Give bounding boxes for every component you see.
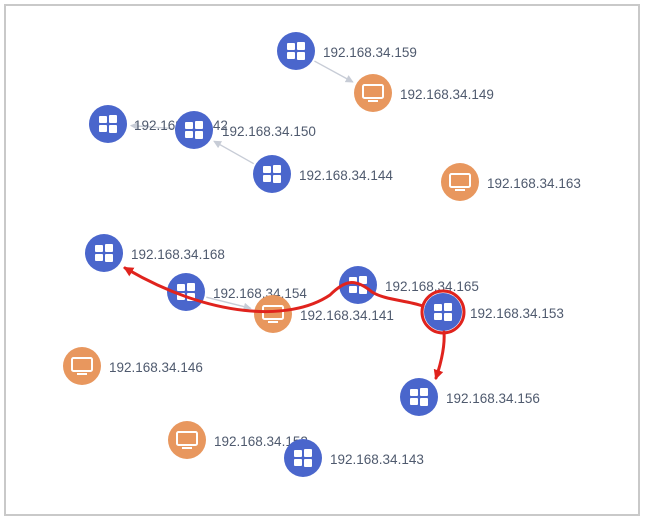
node-n150[interactable]: 192.168.34.150 [175, 111, 316, 149]
node-n152[interactable]: 192.168.34.152 [168, 421, 308, 459]
node-label: 192.168.34.168 [131, 247, 225, 262]
node-n159[interactable]: 192.168.34.159 [277, 32, 417, 70]
node-label: 192.168.34.165 [385, 279, 479, 294]
monitor-icon [176, 431, 198, 449]
node-label: 192.168.34.143 [330, 452, 424, 467]
windows-node-circle [400, 378, 438, 416]
windows-icon [263, 165, 281, 183]
device-node-circle [63, 347, 101, 385]
windows-node-circle [277, 32, 315, 70]
windows-node-circle [253, 155, 291, 193]
windows-icon [95, 244, 113, 262]
node-label: 192.168.34.152 [214, 434, 308, 449]
node-n153[interactable]: 192.168.34.153 [420, 289, 564, 335]
windows-icon [294, 449, 312, 467]
device-node-circle [168, 421, 206, 459]
monitor-icon [449, 173, 471, 191]
node-n156[interactable]: 192.168.34.156 [400, 378, 540, 416]
node-label: 192.168.34.144 [299, 168, 393, 183]
nodes-layer: 192.168.34.159 192.168.34.149 192.168.34.1… [63, 32, 581, 477]
node-n168[interactable]: 192.168.34.168 [85, 234, 225, 272]
windows-node-circle [89, 105, 127, 143]
attack-path-main [123, 266, 425, 314]
device-node-circle [441, 163, 479, 201]
node-label: 192.168.34.141 [300, 308, 394, 323]
windows-node-circle [85, 234, 123, 272]
windows-node-circle [175, 111, 213, 149]
node-label: 192.168.34.150 [222, 124, 316, 139]
windows-icon [434, 303, 452, 321]
device-node-circle [254, 295, 292, 333]
node-n141[interactable]: 192.168.34.141 [254, 295, 394, 333]
windows-node-circle [284, 439, 322, 477]
edges-layer [129, 60, 354, 311]
node-label: 192.168.34.156 [446, 391, 540, 406]
node-label: 192.168.34.159 [323, 45, 417, 60]
edge-n150-n142 [129, 122, 174, 131]
windows-icon [99, 115, 117, 133]
windows-node-circle [424, 293, 462, 331]
node-label: 192.168.34.146 [109, 360, 203, 375]
device-node-circle [354, 74, 392, 112]
node-label: 192.168.34.154 [213, 286, 307, 301]
node-n149[interactable]: 192.168.34.149 [354, 74, 494, 112]
edge-n159-n149 [314, 60, 354, 83]
windows-icon [185, 121, 203, 139]
windows-icon [287, 42, 305, 60]
attack-path-branch [433, 330, 446, 380]
monitor-icon [362, 84, 384, 102]
attack-path-layer [123, 266, 446, 380]
node-n143[interactable]: 192.168.34.143 [284, 439, 424, 477]
edge-n144-n150 [213, 140, 255, 165]
monitor-icon [71, 357, 93, 375]
node-label: 192.168.34.149 [400, 87, 494, 102]
windows-icon [410, 388, 428, 406]
node-n163[interactable]: 192.168.34.163 [441, 163, 581, 201]
node-label: 192.168.34.153 [470, 306, 564, 321]
node-n146[interactable]: 192.168.34.146 [63, 347, 203, 385]
node-n144[interactable]: 192.168.34.144 [253, 155, 393, 193]
edge-n154-n141 [206, 296, 252, 311]
node-label: 192.168.34.163 [487, 176, 581, 191]
